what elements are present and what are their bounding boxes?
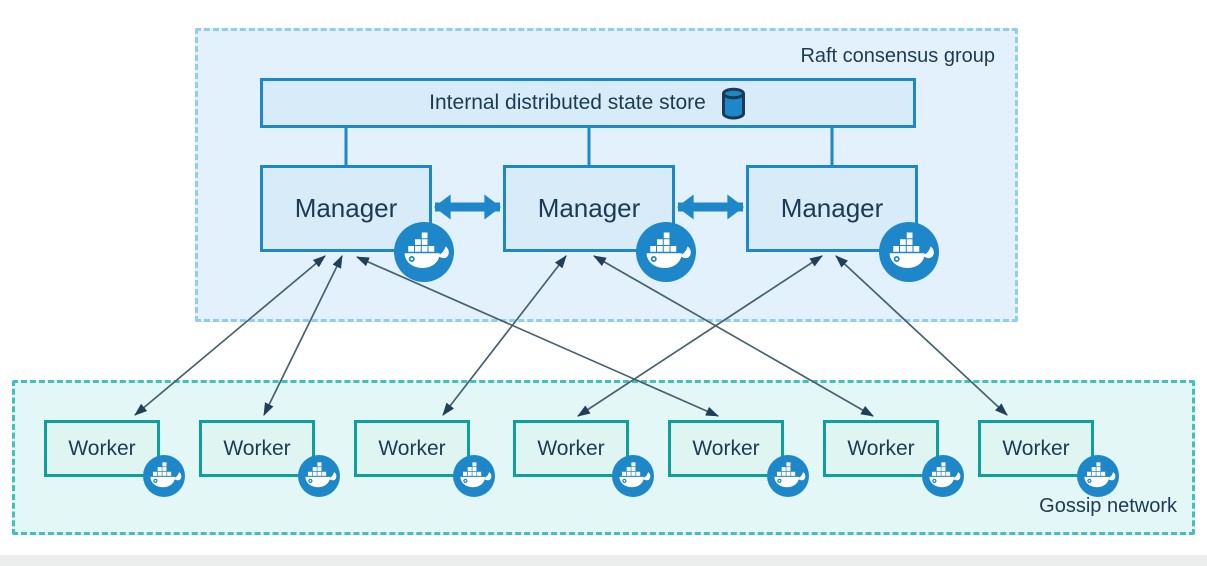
worker-label: Worker (1002, 436, 1070, 460)
docker-whale-icon (298, 455, 340, 497)
raft-group-label: Raft consensus group (800, 45, 995, 67)
manager-label: Manager (537, 193, 641, 223)
docker-whale-icon (394, 222, 454, 282)
docker-whale-icon (143, 455, 185, 497)
worker-node-2: Worker (199, 420, 315, 477)
docker-whale-icon (636, 222, 696, 282)
docker-whale-icon (1077, 455, 1119, 497)
docker-whale-icon (453, 455, 495, 497)
worker-node-4: Worker (513, 420, 629, 477)
state-store-box: Internal distributed state store (260, 78, 916, 128)
worker-node-5: Worker (668, 420, 784, 477)
worker-node-3: Worker (354, 420, 470, 477)
gossip-network-label: Gossip network (1039, 495, 1177, 517)
database-cylinder-icon (721, 87, 745, 120)
worker-label: Worker (223, 436, 291, 460)
worker-label: Worker (692, 436, 760, 460)
worker-label: Worker (68, 436, 136, 460)
worker-node-1: Worker (44, 420, 160, 477)
docker-whale-icon (879, 222, 939, 282)
state-store-label: Internal distributed state store (429, 91, 706, 114)
worker-node-6: Worker (823, 420, 939, 477)
docker-whale-icon (767, 455, 809, 497)
worker-label: Worker (378, 436, 446, 460)
docker-whale-icon (612, 455, 654, 497)
worker-label: Worker (847, 436, 915, 460)
docker-whale-icon (922, 455, 964, 497)
manager-node-3: Manager (746, 165, 918, 252)
window-bottom-edge (0, 555, 1207, 566)
manager-label: Manager (780, 193, 884, 223)
worker-node-7: Worker (978, 420, 1094, 477)
manager-label: Manager (294, 193, 398, 223)
manager-node-2: Manager (503, 165, 675, 252)
worker-label: Worker (537, 436, 605, 460)
